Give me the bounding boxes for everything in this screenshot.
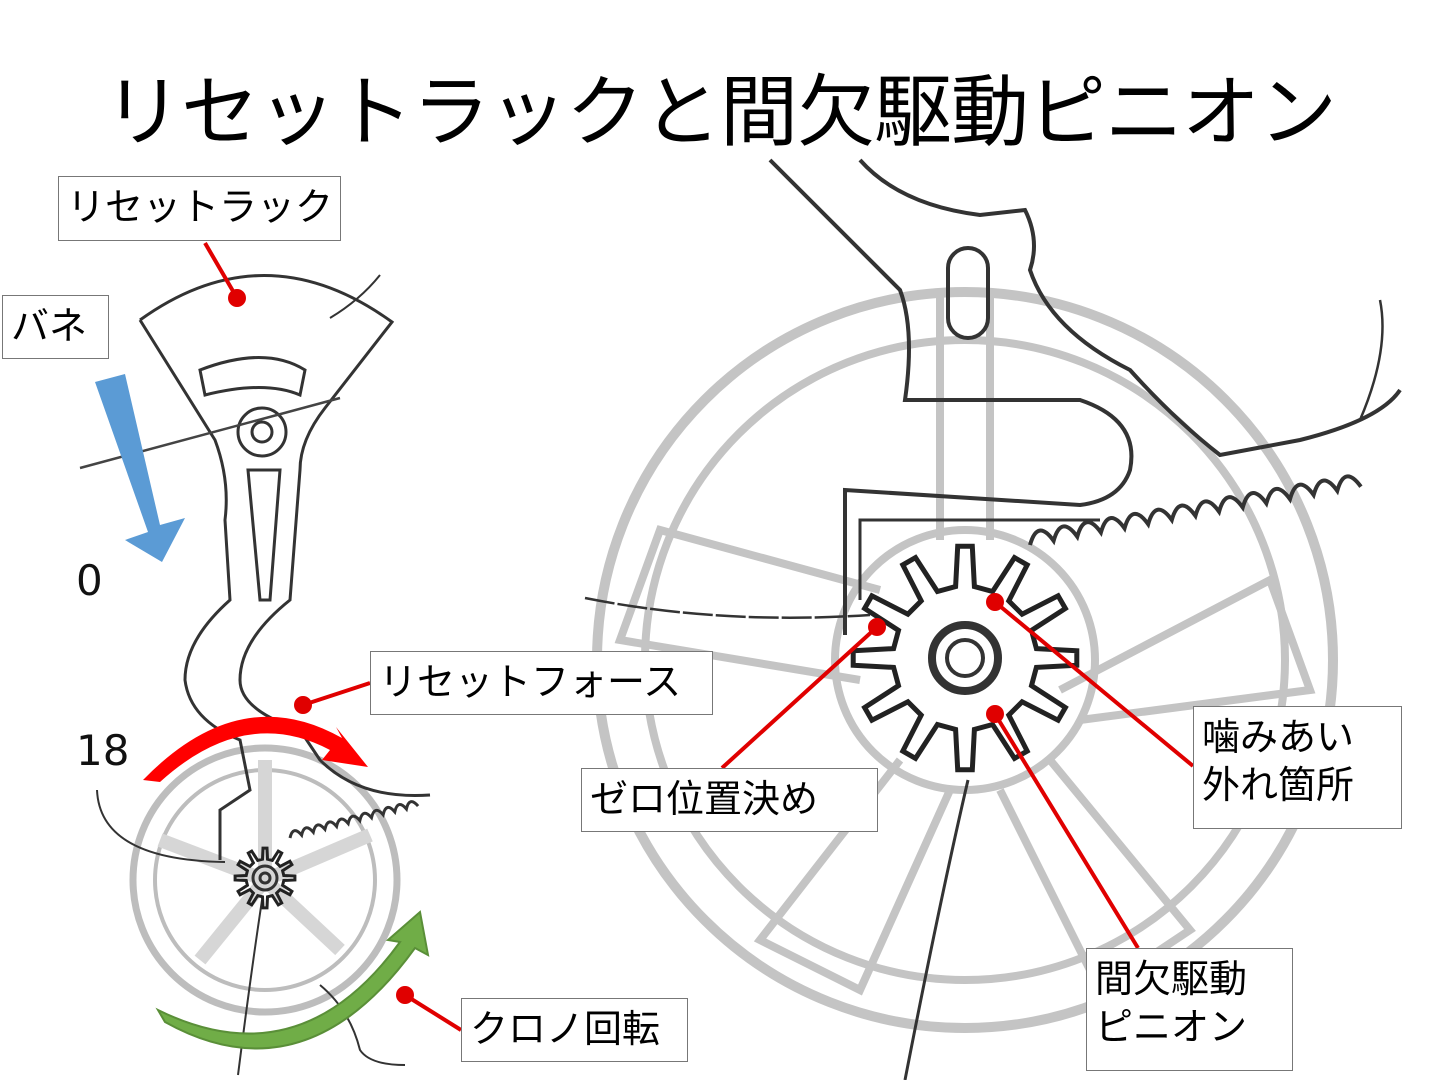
figure-number-18: 18 [76,726,130,775]
label-pinion-line2: ピニオン [1095,1005,1248,1049]
callout-lines [203,241,1195,1032]
reset-force-arrow [143,716,368,782]
label-chrono-rotation: クロノ回転 [461,998,688,1062]
label-disengage-point: 噛みあい 外れ箇所 [1193,706,1402,829]
label-intermittent-pinion: 間欠駆動 ピニオン [1086,948,1293,1071]
label-spring: バネ [2,295,109,359]
pinion-teeth [850,543,1080,773]
left-pinion [233,846,297,910]
right-reset-rack [584,158,1402,1080]
spring-arrow [95,374,185,562]
label-reset-force: リセットフォース [370,651,713,715]
right-pinion [850,543,1080,773]
pinion-teeth [233,846,297,910]
left-wheel [129,744,401,1016]
chrono-rotation-arrow [155,910,430,1050]
left-reset-rack [79,274,431,1076]
label-disengage-line1: 噛みあい [1202,715,1355,759]
slide-title: リセットラックと間欠駆動ピニオン [103,68,1337,158]
label-reset-rack: リセットラック [58,176,341,241]
label-pinion-line1: 間欠駆動 [1095,957,1248,1001]
figure-number-0: 0 [76,556,103,605]
label-zero-positioning: ゼロ位置決め [581,768,878,832]
label-disengage-line2: 外れ箇所 [1202,763,1355,807]
